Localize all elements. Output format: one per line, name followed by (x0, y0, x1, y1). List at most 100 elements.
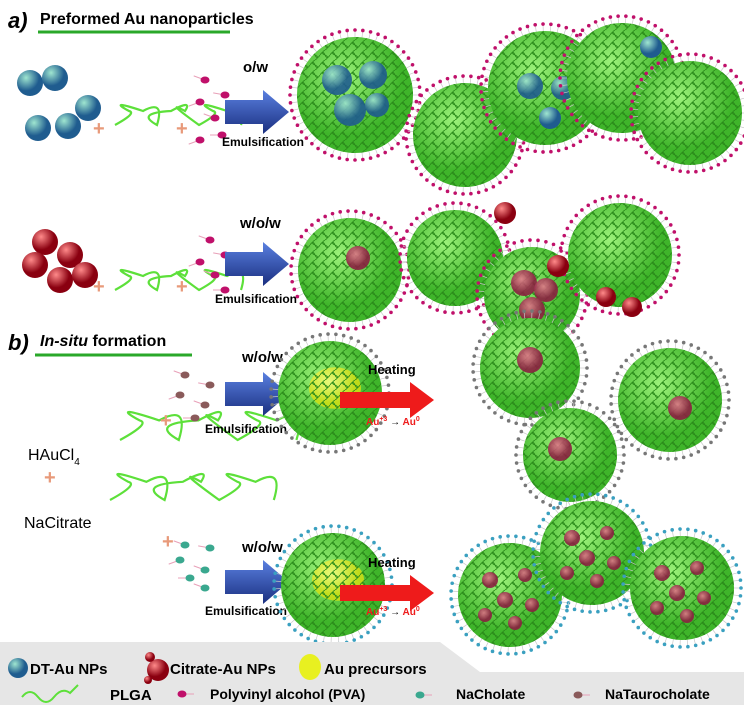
surfactant-head (572, 399, 576, 403)
surfactant-head (483, 539, 487, 544)
surfactant-head (726, 549, 731, 554)
surfactant-head (708, 534, 713, 539)
surfactant-head (536, 644, 541, 649)
surfactant-head (180, 371, 190, 379)
surfactant-head (175, 391, 185, 399)
surfactant-head (600, 196, 605, 201)
surfactant-head (486, 259, 491, 264)
surfactant-head (453, 75, 457, 79)
surfactant-head (322, 150, 327, 155)
surfactant-head (493, 321, 497, 325)
surfactant-head (334, 449, 338, 454)
surfactant-head (306, 529, 310, 534)
surfactant-head (562, 233, 567, 238)
surfactant-head (549, 22, 553, 27)
surfactant-head (516, 437, 521, 441)
surfactant-head (689, 343, 694, 347)
surfactant-head (299, 632, 304, 637)
surfactant-head (511, 141, 515, 146)
surfactant-head (518, 27, 522, 31)
surfactant-head (406, 56, 411, 60)
section-b-title-rest: formation (88, 333, 166, 350)
section-a-letter: a) (8, 8, 28, 33)
surfactant-head (627, 612, 632, 617)
surfactant-head (310, 223, 314, 227)
surfactant-head (290, 436, 294, 440)
surfactant-head (559, 249, 563, 253)
surfactant-head (498, 651, 502, 655)
surfactant-head (566, 323, 570, 328)
citrate-au-nanoparticle (547, 255, 569, 277)
dt-au-nanoparticle (42, 65, 68, 91)
citrate-au-legend-icon (147, 659, 169, 681)
surfactant-head (438, 186, 442, 191)
legend-plga: PLGA (110, 687, 152, 704)
surfactant-head (292, 70, 297, 74)
blue-arrow-icon (225, 242, 289, 286)
surfactant-head (310, 141, 314, 146)
surfactant-head (603, 608, 608, 613)
surfactant-head (571, 28, 576, 33)
citrate-au-legend-icon (145, 652, 155, 662)
surfactant-head (487, 405, 491, 410)
surfactant-head (630, 99, 634, 104)
gold-nanoparticle-core (359, 61, 387, 89)
surfactant-head (506, 652, 510, 656)
surfactant-head (330, 153, 334, 158)
surfactant-head (621, 582, 625, 586)
gold-nanoparticle-core (365, 93, 389, 117)
au3-text: +3 (379, 606, 387, 613)
surfactant-head (670, 39, 674, 44)
emulsification-label: Emulsification (215, 292, 297, 306)
surfactant-head (200, 401, 210, 409)
surfactant-head (374, 427, 379, 432)
surfactant-head (389, 575, 394, 579)
surfactant-head (295, 123, 300, 128)
surfactant-head (611, 496, 616, 500)
surfactant-head (569, 286, 574, 291)
surfactant-head (288, 93, 292, 97)
surfactant-head (455, 566, 460, 571)
emulsification-label: Emulsification (222, 135, 304, 149)
surfactant-head (525, 147, 530, 152)
surfactant-head (398, 260, 402, 264)
surfactant-head (345, 28, 349, 33)
surfactant-head (349, 446, 354, 450)
surfactant-head (514, 310, 519, 315)
surfactant-head (410, 62, 415, 67)
surfactant-head (514, 651, 518, 656)
au0-text: 0 (416, 416, 420, 423)
surfactant-head (493, 411, 497, 415)
surfactant-head (693, 528, 698, 533)
au-reduction-label: Au+3 → Au0 (366, 416, 420, 428)
surfactant-head (478, 273, 483, 278)
surfactant-head (556, 148, 561, 153)
surfactant-head (356, 442, 361, 447)
surfactant-head (472, 378, 477, 382)
surfactant-head (608, 195, 612, 199)
surfactant-head (630, 122, 634, 127)
nanoparticle (289, 209, 411, 331)
surfactant-head (498, 535, 502, 539)
surfactant-head (565, 226, 570, 231)
surfactant-head (670, 54, 675, 59)
surfactant-head (619, 431, 624, 436)
plus-icon: + (93, 276, 105, 298)
surfactant-head (726, 406, 731, 410)
dt-au-nanoparticle (539, 107, 561, 129)
gold-nanoparticle-core (560, 566, 574, 580)
surfactant-head (477, 339, 482, 344)
surfactant-head (650, 341, 655, 346)
surfactant-head (417, 101, 422, 105)
surfactant-head (474, 385, 479, 390)
surfactant-head (570, 39, 574, 44)
dt-au-nanoparticle (75, 95, 101, 121)
surfactant-head (520, 239, 524, 243)
surfactant-head (624, 14, 628, 18)
surfactant-head (177, 690, 187, 698)
surfactant-head (407, 113, 412, 118)
surfactant-head (565, 46, 570, 50)
surfactant-head (421, 300, 425, 305)
surfactant-head (596, 492, 600, 497)
